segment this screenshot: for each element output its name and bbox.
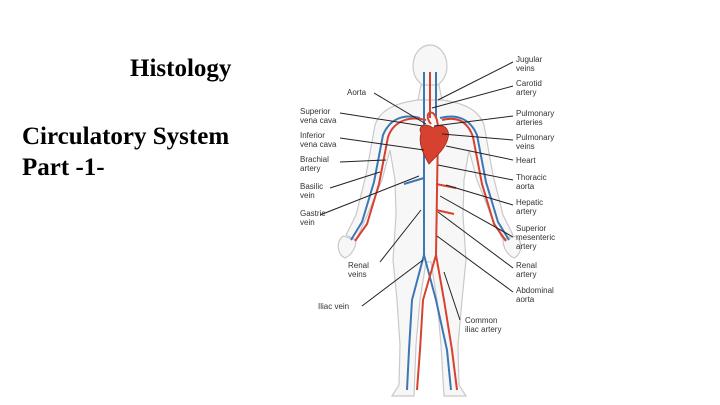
heart-shape [419,124,449,165]
subtitle-line-1: Circulatory System [22,123,230,150]
slide-subtitle: Circulatory System Part -1- [22,121,229,183]
label-heart: Heart [516,156,536,165]
label-aorta: Aorta [347,88,367,97]
label-iliac-vein: Iliac vein [318,302,349,311]
leader-lines [319,61,514,321]
subtitle-line-2: Part -1- [22,154,105,181]
slide-title: Histology [130,55,232,82]
arteries [354,72,507,391]
